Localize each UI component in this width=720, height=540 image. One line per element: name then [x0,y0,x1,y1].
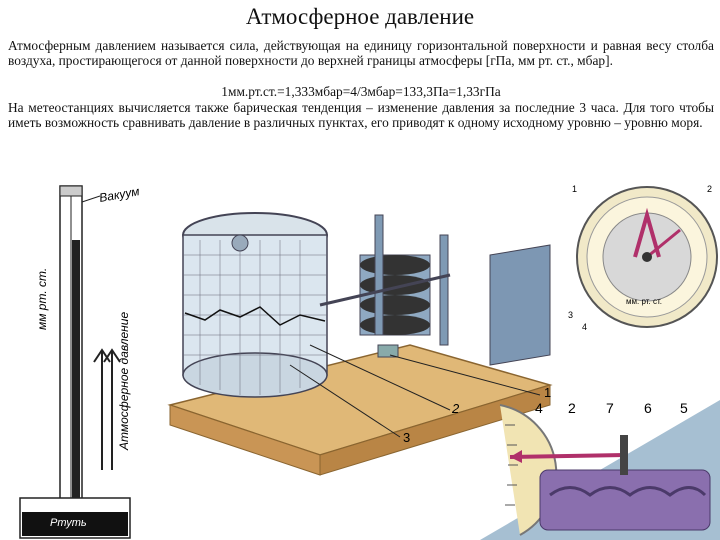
tendency-paragraph: На метеостанциях вычисляется также барич… [8,100,714,130]
aneroid-dial-illustration: мм. рт. ст. 1 2 3 4 [568,184,718,332]
mechanism-label-5: 5 [680,400,688,416]
page-title: Атмосферное давление [245,4,475,29]
aneroid-label-1: 1 [572,184,577,194]
vacuum-label: Вакуум [98,184,140,205]
conversion-formula: 1мм.рт.ст.=1,333мбар=4/3мбар=133,3Па=1,3… [221,84,501,99]
mechanism-label-6: 6 [644,400,652,416]
mechanism-label-2: 2 [568,400,576,416]
mechanism-label-7: 7 [606,400,614,416]
aneroid-mechanism-illustration: 4 2 7 6 5 [480,400,720,540]
barograph-label-1: 1 [544,385,551,400]
mechanism-label-4: 4 [535,400,543,416]
barograph-illustration: 1 2 3 [167,212,553,476]
aneroid-label-3: 3 [568,310,573,320]
definition-paragraph: Атмосферным давлением называется сила, д… [8,38,714,68]
mercury-barometer-illustration: Вакуум мм рт. ст. Атмосферное давление Р… [19,184,140,539]
barograph-label-2: 2 [451,401,460,416]
aneroid-label-2: 2 [707,184,712,194]
mercury-label: Ртуть [50,517,87,529]
scale-label: мм рт. ст. [35,268,49,330]
aneroid-unit: мм. рт. ст. [626,297,662,306]
barograph-label-3: 3 [403,430,410,445]
pressure-label: Атмосферное давление [117,312,131,451]
aneroid-label-4: 4 [582,322,587,332]
